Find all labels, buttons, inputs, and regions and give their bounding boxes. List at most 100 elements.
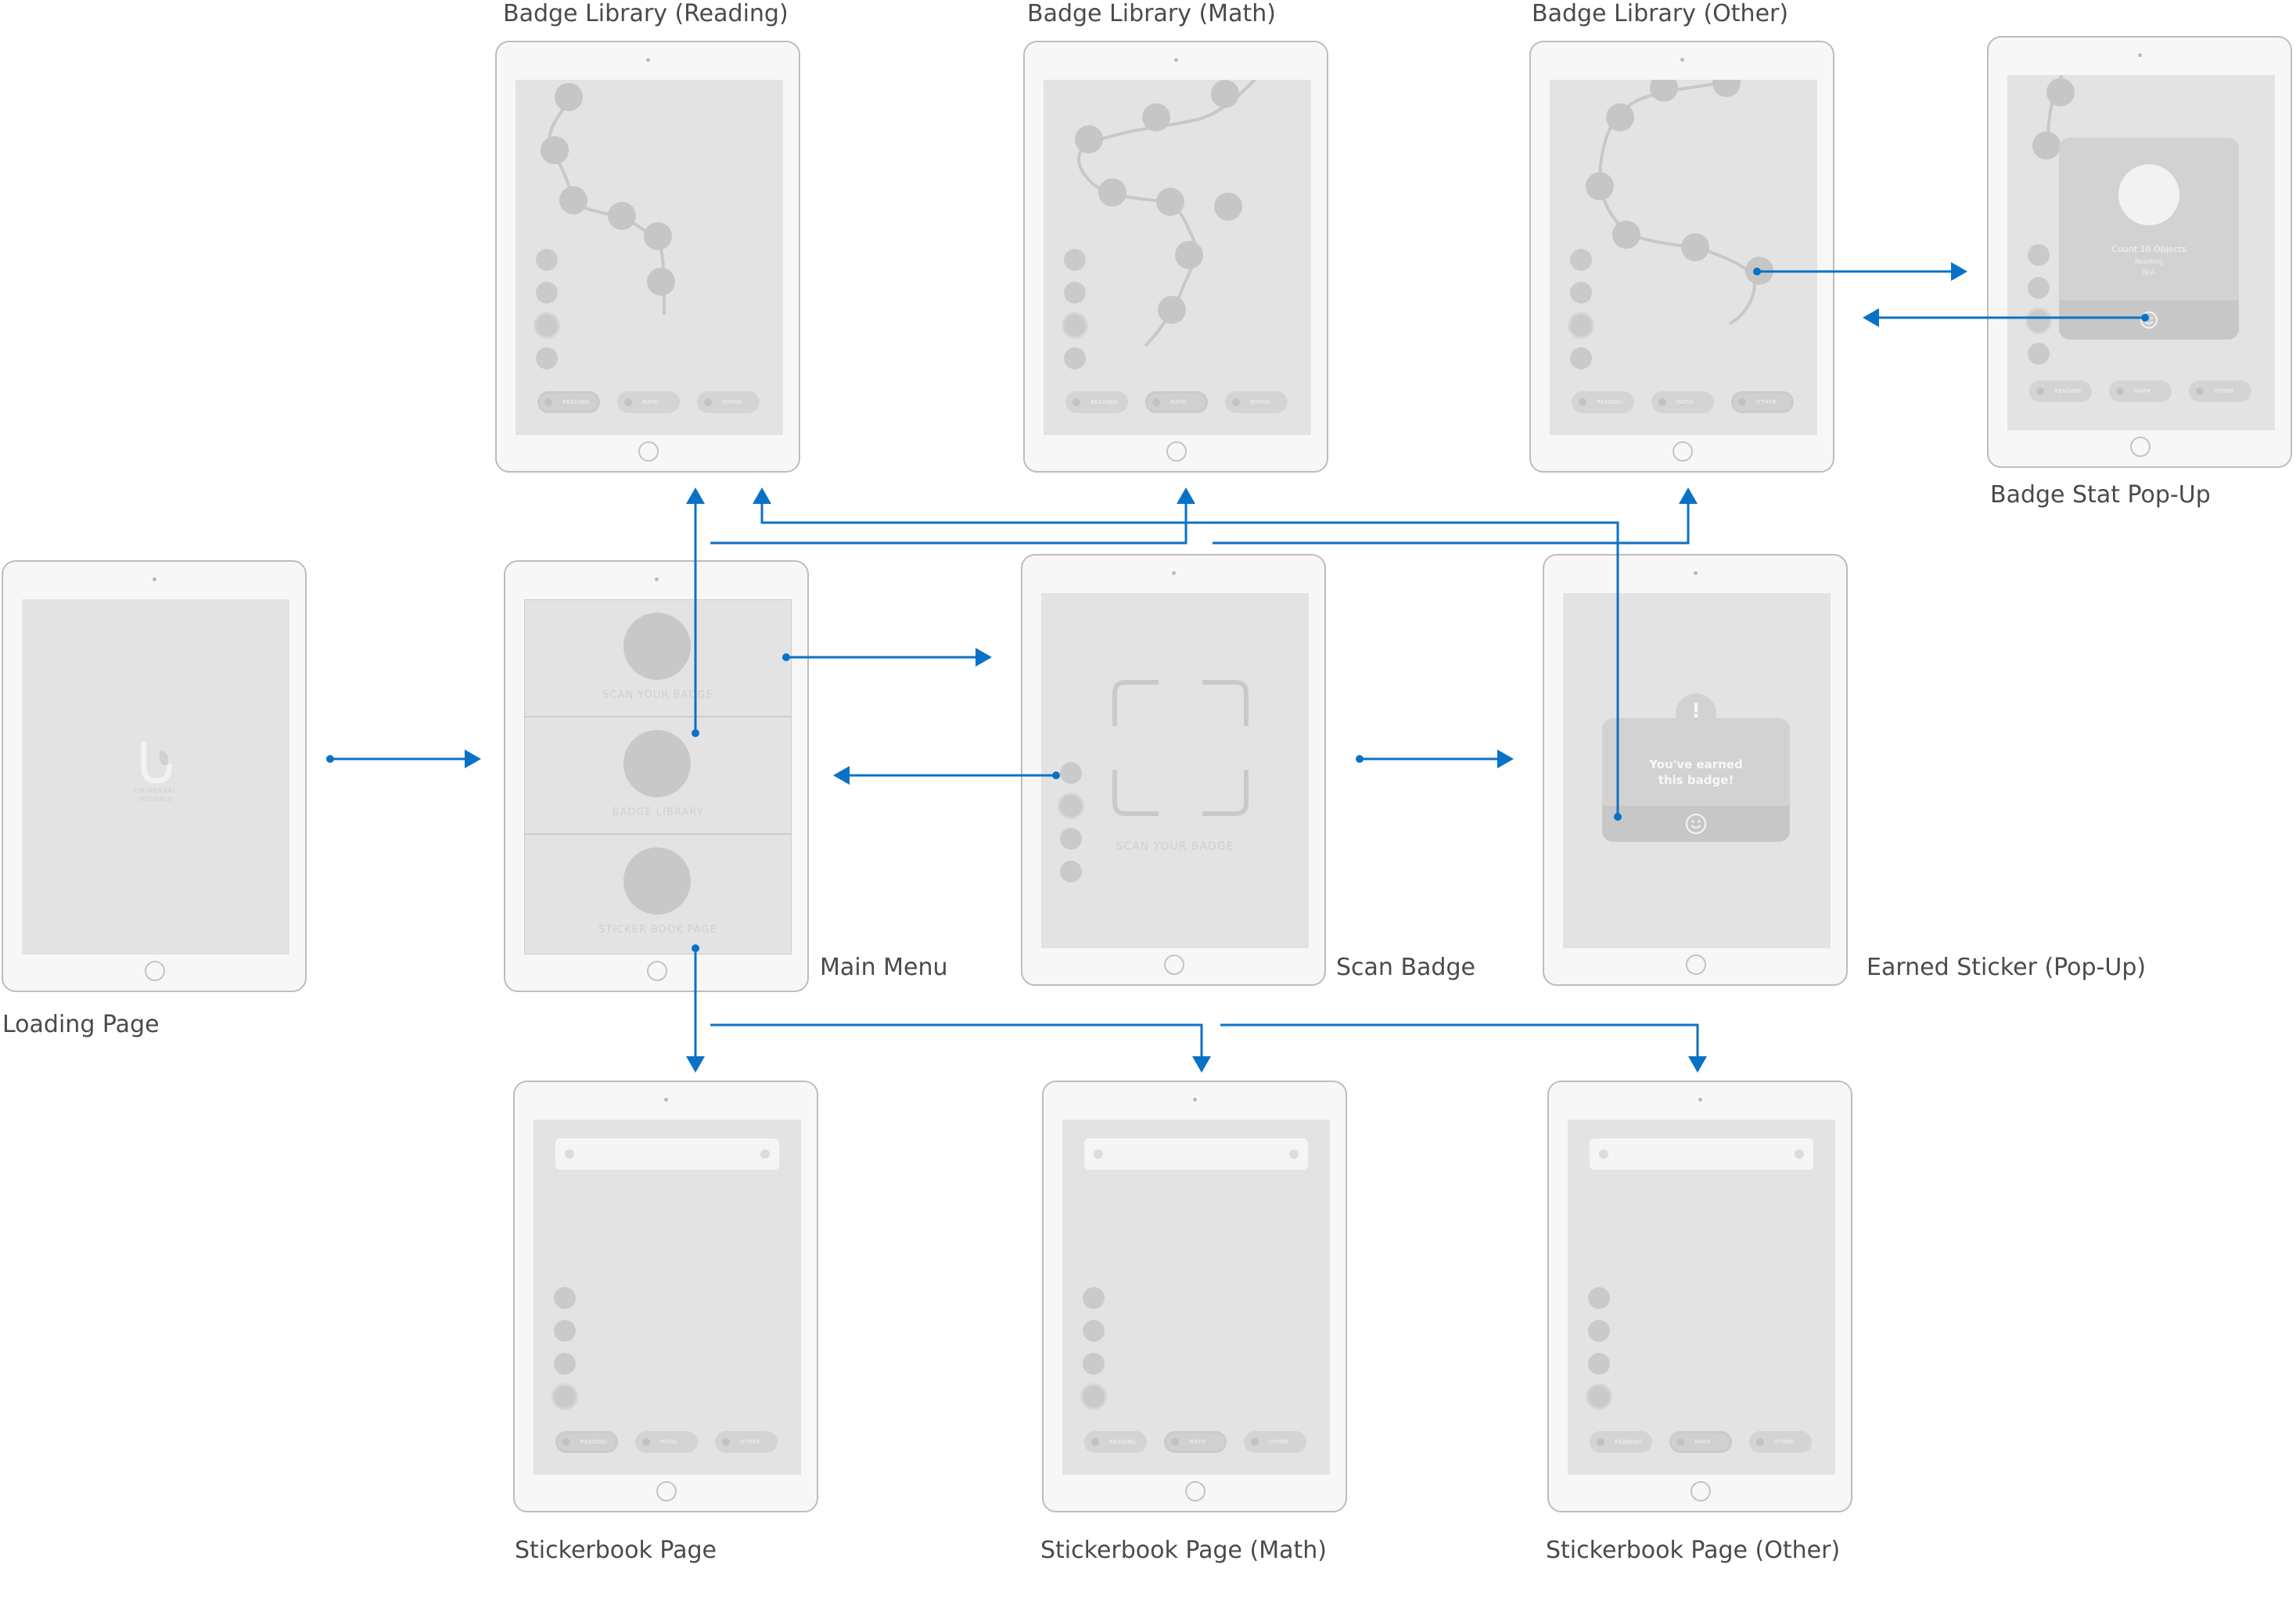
- next-page-icon[interactable]: [1795, 1149, 1804, 1159]
- badge-node[interactable]: [1142, 103, 1170, 131]
- side-filter-button[interactable]: [1570, 315, 1592, 336]
- tab-label: MATH: [1694, 1439, 1712, 1445]
- side-filter-button[interactable]: [1083, 1287, 1105, 1309]
- badge-node[interactable]: [1214, 192, 1242, 221]
- badge-node[interactable]: [608, 202, 636, 230]
- side-filter-button[interactable]: [536, 249, 558, 271]
- badge-node[interactable]: [559, 186, 587, 214]
- badge-node[interactable]: [1175, 241, 1203, 269]
- side-filter-button[interactable]: [554, 1320, 576, 1342]
- tab-math[interactable]: MATH: [1669, 1431, 1732, 1453]
- tab-math[interactable]: MATH: [2109, 380, 2172, 402]
- badge-node[interactable]: [1681, 233, 1709, 261]
- tab-other[interactable]: OTHER: [1731, 391, 1794, 413]
- side-filter-button[interactable]: [1064, 347, 1086, 369]
- tab-math[interactable]: MATH: [1651, 391, 1714, 413]
- home-button[interactable]: [1691, 1481, 1711, 1501]
- tab-math[interactable]: MATH: [635, 1431, 698, 1453]
- side-filter-button[interactable]: [2028, 343, 2050, 365]
- side-filter-button[interactable]: [554, 1386, 576, 1408]
- tab-math[interactable]: MATH: [1164, 1431, 1227, 1453]
- home-button[interactable]: [1686, 955, 1706, 975]
- tab-other[interactable]: OTHER: [1225, 391, 1288, 413]
- badge-node[interactable]: [555, 83, 583, 111]
- side-filter-button[interactable]: [1083, 1353, 1105, 1375]
- side-filter-button[interactable]: [1588, 1320, 1610, 1342]
- prev-page-icon[interactable]: [1599, 1149, 1608, 1159]
- smiley-close-icon[interactable]: [1684, 812, 1708, 836]
- side-filter-button[interactable]: [2028, 277, 2050, 299]
- home-button[interactable]: [1185, 1481, 1205, 1501]
- badge-node[interactable]: [2046, 78, 2075, 106]
- badge-node[interactable]: [1712, 80, 1741, 97]
- tab-math[interactable]: MATH: [617, 391, 680, 413]
- tab-math[interactable]: MATH: [1145, 391, 1208, 413]
- badge-node[interactable]: [1158, 296, 1186, 324]
- tab-reading[interactable]: READING: [537, 391, 600, 413]
- home-button[interactable]: [2130, 437, 2150, 457]
- home-button[interactable]: [656, 1481, 677, 1501]
- badge-node[interactable]: [1075, 125, 1103, 153]
- side-filter-button[interactable]: [1064, 249, 1086, 271]
- side-filter-button[interactable]: [1588, 1386, 1610, 1408]
- tab-label: OTHER: [1774, 1439, 1795, 1445]
- tab-reading[interactable]: READING: [1084, 1431, 1147, 1453]
- side-filter-button[interactable]: [1588, 1353, 1610, 1375]
- tab-other[interactable]: OTHER: [697, 391, 760, 413]
- side-filter-button[interactable]: [1060, 861, 1082, 883]
- badge-node[interactable]: [541, 136, 569, 164]
- smiley-close-icon[interactable]: [2139, 310, 2159, 330]
- side-filter-button[interactable]: [1060, 762, 1082, 784]
- prev-page-icon[interactable]: [1094, 1149, 1103, 1159]
- badge-node[interactable]: [1156, 188, 1184, 216]
- side-filter-button[interactable]: [1083, 1320, 1105, 1342]
- side-filter-button[interactable]: [1064, 315, 1086, 336]
- badge-node[interactable]: [1650, 80, 1678, 102]
- badge-node[interactable]: [1606, 103, 1634, 131]
- side-filter-button[interactable]: [2028, 310, 2050, 332]
- badge-node[interactable]: [647, 268, 675, 296]
- side-filter-button[interactable]: [1064, 282, 1086, 304]
- home-button[interactable]: [1673, 441, 1693, 462]
- side-filter-button[interactable]: [1060, 828, 1082, 850]
- home-button[interactable]: [1166, 441, 1187, 462]
- menu-badge-library[interactable]: BADGE LIBRARY: [524, 717, 792, 834]
- tab-reading[interactable]: READING: [1065, 391, 1128, 413]
- side-filter-button[interactable]: [1060, 795, 1082, 817]
- badge-node[interactable]: [644, 222, 672, 250]
- home-button[interactable]: [647, 961, 667, 981]
- tab-other[interactable]: OTHER: [2189, 380, 2251, 402]
- prev-page-icon[interactable]: [565, 1149, 574, 1159]
- side-filter-button[interactable]: [536, 347, 558, 369]
- tab-reading[interactable]: READING: [555, 1431, 618, 1453]
- tab-other[interactable]: OTHER: [1244, 1431, 1306, 1453]
- side-filter-button[interactable]: [1570, 282, 1592, 304]
- home-button[interactable]: [1164, 955, 1184, 975]
- menu-sticker-book[interactable]: STICKER BOOK PAGE: [524, 834, 792, 955]
- badge-node[interactable]: [1612, 221, 1640, 249]
- tab-reading[interactable]: READING: [1590, 1431, 1652, 1453]
- side-filter-button[interactable]: [536, 315, 558, 336]
- side-filter-button[interactable]: [1083, 1386, 1105, 1408]
- badge-node[interactable]: [1211, 80, 1239, 108]
- side-filter-button[interactable]: [1570, 249, 1592, 271]
- caption-loading-page: Loading Page: [2, 1011, 160, 1038]
- home-button[interactable]: [145, 961, 165, 981]
- side-filter-button[interactable]: [1588, 1287, 1610, 1309]
- next-page-icon[interactable]: [1289, 1149, 1299, 1159]
- side-filter-button[interactable]: [1570, 347, 1592, 369]
- tab-other[interactable]: OTHER: [715, 1431, 778, 1453]
- side-filter-button[interactable]: [554, 1287, 576, 1309]
- next-page-icon[interactable]: [760, 1149, 770, 1159]
- side-filter-button[interactable]: [554, 1353, 576, 1375]
- home-button[interactable]: [638, 441, 659, 462]
- side-filter-button[interactable]: [536, 282, 558, 304]
- menu-scan-badge[interactable]: SCAN YOUR BADGE: [524, 599, 792, 717]
- badge-node[interactable]: [1586, 172, 1614, 200]
- tab-reading[interactable]: READING: [2029, 380, 2092, 402]
- badge-node[interactable]: [1098, 178, 1126, 207]
- side-filter-button[interactable]: [2028, 244, 2050, 266]
- badge-node[interactable]: [2032, 131, 2061, 160]
- tab-reading[interactable]: READING: [1572, 391, 1634, 413]
- tab-other[interactable]: OTHER: [1749, 1431, 1812, 1453]
